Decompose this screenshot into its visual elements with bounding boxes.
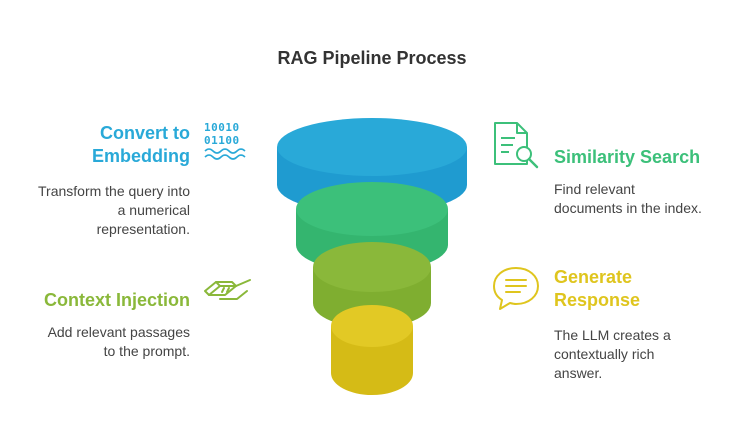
funnel-layer-generate — [331, 305, 413, 395]
chat-bubble-icon — [493, 267, 539, 310]
step-heading-similarity: Similarity Search — [554, 147, 701, 167]
step-heading-convert: Convert to Embedding — [92, 123, 190, 166]
step-heading-context: Context Injection — [43, 290, 190, 310]
step-description-convert: Transform the query into a numerical rep… — [38, 183, 190, 237]
binary-data-icon: 10010 01100 — [204, 121, 254, 169]
syringe-icon — [204, 279, 251, 300]
page-title: RAG Pipeline Process — [277, 48, 467, 68]
wave-icon — [204, 148, 246, 160]
step-description-generate: The LLM creates a contextually rich answ… — [554, 327, 671, 381]
step-description-similarity: Find relevant documents in the index. — [554, 181, 702, 216]
funnel-diagram — [277, 118, 467, 395]
document-search-icon — [494, 122, 539, 169]
step-description-context: Add relevant passages to the prompt. — [47, 324, 190, 359]
step-heading-generate: Generate Response — [554, 267, 641, 310]
